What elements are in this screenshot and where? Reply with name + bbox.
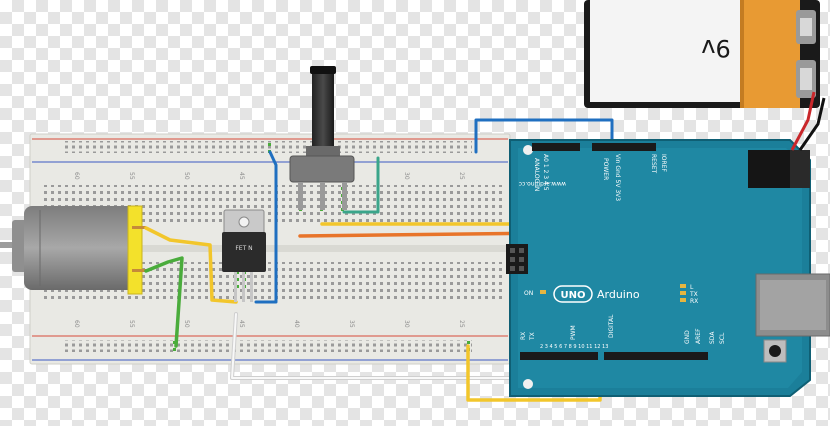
motor-terminal-2 — [132, 269, 146, 272]
label-on: ON — [524, 290, 533, 297]
pot-shaft — [312, 68, 334, 154]
column-number: 25 — [458, 320, 465, 328]
column-numbers-bottom: 60 55 50 45 40 35 30 25 — [73, 320, 465, 328]
column-number: 45 — [238, 320, 245, 328]
label-led-l: L — [690, 284, 694, 291]
mosfet: FET N — [222, 209, 266, 302]
battery-voltage-label: 9v — [701, 34, 730, 62]
top-rail-holes — [62, 141, 472, 153]
battery-9v: 9v — [584, 0, 820, 108]
potentiometer — [289, 66, 355, 210]
center-channel — [30, 245, 510, 252]
label-digital-nums: 2 3 4 5 6 7 8 9 10 11 12 13 — [540, 344, 608, 350]
icsp-header — [506, 244, 528, 274]
label-power-pins: Vin Gnd 5V 3V3 — [614, 154, 621, 201]
mosfet-label: FET N — [235, 245, 252, 252]
column-number: 25 — [458, 172, 465, 180]
header-power — [592, 143, 656, 151]
label-analog-in: ANALOG IN — [533, 158, 540, 191]
label-uno: UNO — [561, 290, 586, 301]
label-website: www.arduino.cc — [519, 180, 566, 187]
mosfet-body — [222, 232, 266, 272]
wire-green-motor — [144, 256, 184, 348]
label-digital: DIGITAL — [608, 314, 615, 338]
battery-label-area — [590, 0, 740, 102]
label-reset: RESET — [650, 154, 657, 174]
label-led-rx: RX — [690, 298, 698, 305]
bottom-rail-holes — [62, 340, 472, 352]
label-led-tx: TX — [689, 291, 698, 298]
tx-led — [680, 291, 686, 295]
motor-terminal-1 — [132, 226, 146, 229]
pot-body — [289, 155, 355, 183]
label-analog-pins: A0 1 2 3 4 5 — [542, 154, 549, 191]
header-analog — [532, 143, 580, 151]
motor-shaft — [0, 242, 14, 248]
battery-lead-black — [798, 97, 826, 151]
wire-blue-top — [474, 118, 614, 154]
label-tx: TX — [529, 332, 536, 341]
column-number: 30 — [403, 320, 410, 328]
l-led — [680, 284, 686, 288]
column-number: 40 — [293, 320, 300, 328]
column-number: 55 — [128, 320, 135, 328]
column-number: 50 — [183, 172, 190, 180]
column-number: 55 — [128, 172, 135, 180]
motor-terminal-plate — [127, 205, 143, 295]
uno-badge — [553, 285, 593, 303]
label-scl: SCL — [719, 332, 726, 344]
label-aref: AREF — [695, 328, 702, 344]
battery-copper — [740, 0, 800, 108]
wire-green-pot — [342, 156, 380, 214]
on-led — [540, 290, 546, 294]
column-number: 60 — [73, 320, 80, 328]
header-digital-low — [520, 352, 598, 360]
column-number: 50 — [183, 320, 190, 328]
column-number: 45 — [238, 172, 245, 180]
label-brand: Arduino — [597, 288, 640, 301]
wire-yellow-motor — [144, 226, 238, 304]
motor-can — [24, 206, 136, 290]
label-power: POWER — [602, 158, 609, 180]
column-number: 30 — [403, 172, 410, 180]
label-gnd: GND — [684, 330, 691, 344]
header-digital-high — [604, 352, 708, 360]
column-number: 35 — [348, 320, 355, 328]
label-sda: SDA — [709, 331, 716, 344]
column-number: 60 — [73, 172, 80, 180]
label-ioref: IOREF — [660, 154, 667, 172]
label-pwm: PWM — [570, 325, 577, 340]
wire-blue-fet — [254, 150, 278, 304]
arduino-uno: ANALOG IN A0 1 2 3 4 5 POWER Vin Gnd 5V … — [506, 139, 830, 397]
battery-lead-red — [790, 91, 816, 151]
dc-motor — [0, 205, 146, 295]
label-rx: RX — [520, 332, 527, 340]
rx-led — [680, 298, 686, 302]
